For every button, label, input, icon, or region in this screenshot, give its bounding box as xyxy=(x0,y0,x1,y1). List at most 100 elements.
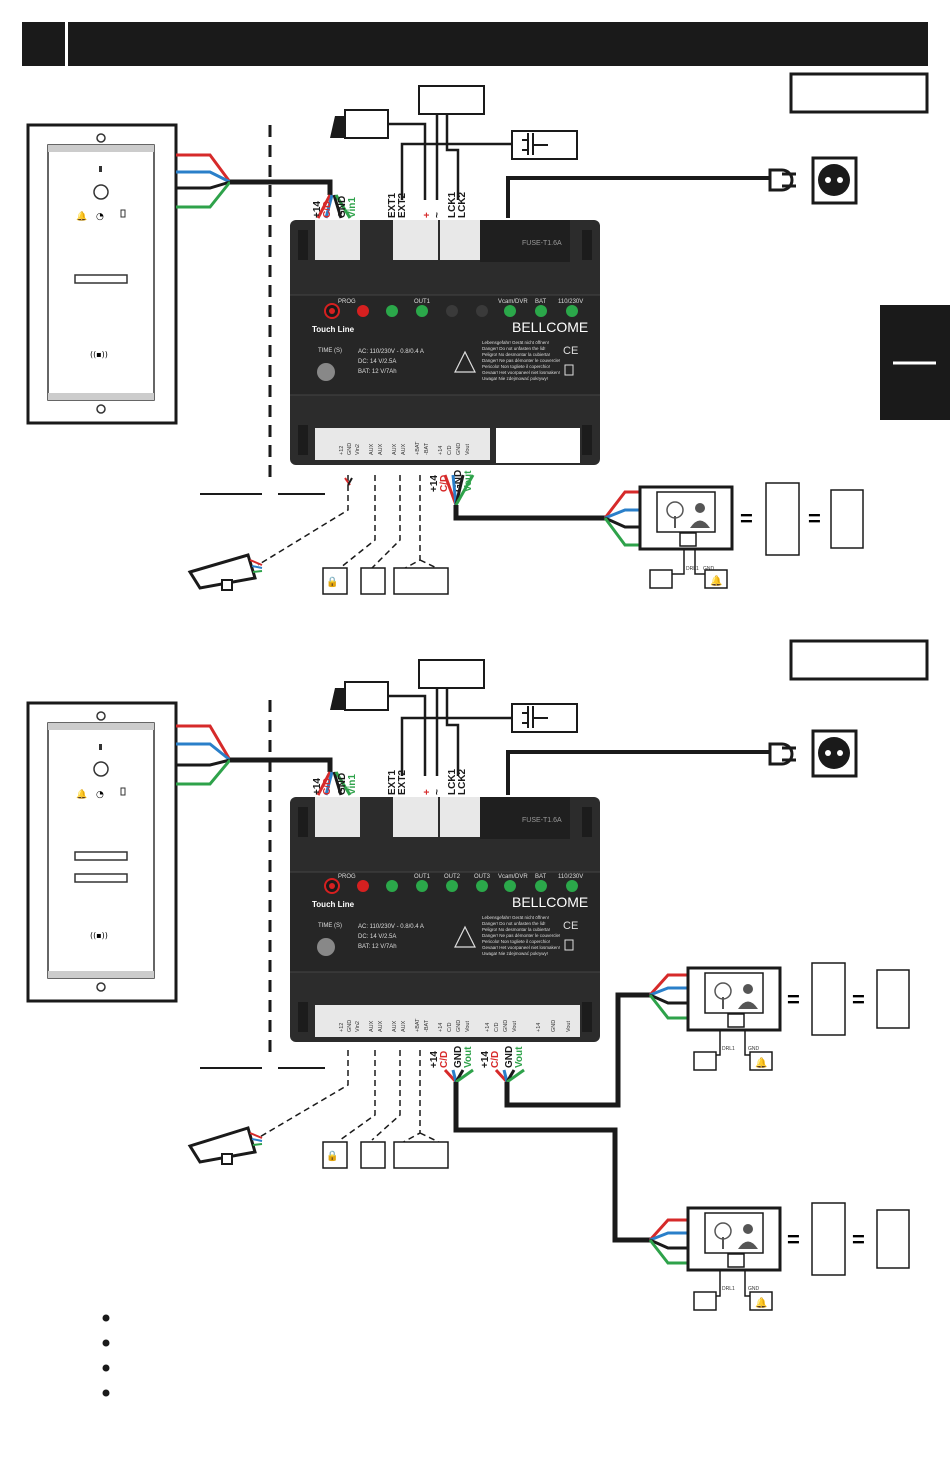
svg-text:GND: GND xyxy=(337,773,348,795)
led-vcam xyxy=(504,305,516,317)
svg-text:Vout: Vout xyxy=(514,1046,525,1068)
svg-text:Danger! Ne pas démonter le cou: Danger! Ne pas démonter le couvercle! xyxy=(482,933,560,938)
svg-text:GND: GND xyxy=(453,470,464,492)
svg-text:BELLCOME: BELLCOME xyxy=(512,894,588,910)
svg-text:AUX: AUX xyxy=(369,443,375,455)
side-tab xyxy=(880,305,950,420)
svg-text:Danger! Do not unfasten the li: Danger! Do not unfasten the lid! xyxy=(482,921,546,926)
aux-device-box xyxy=(393,567,449,595)
svg-text:🔔: 🔔 xyxy=(755,1057,767,1069)
bullet xyxy=(102,1389,110,1397)
svg-text:Danger! Do not unfasten the li: Danger! Do not unfasten the lid! xyxy=(482,346,546,351)
svg-text:BAT: 12 V/7Ah: BAT: 12 V/7Ah xyxy=(358,369,397,375)
svg-text:OUT2: OUT2 xyxy=(444,874,461,880)
svg-text:+14: +14 xyxy=(429,1051,440,1068)
svg-text:DRL1: DRL1 xyxy=(686,566,699,572)
weee-icon xyxy=(564,364,574,376)
led-off xyxy=(446,305,458,317)
svg-text:DRL1: DRL1 xyxy=(722,1046,735,1052)
diagram-1: 🔔 ◔ ((▪)) xyxy=(26,72,929,595)
svg-text:Pericolo! Non togliete il cope: Pericolo! Non togliete il coperchio! xyxy=(482,364,550,369)
svg-text:AUX: AUX xyxy=(392,443,398,455)
svg-text:Lebensgefahr! Gerät nicht öffn: Lebensgefahr! Gerät nicht öffnen! xyxy=(482,340,549,345)
svg-text:GND: GND xyxy=(504,1046,515,1068)
svg-text:LCK1: LCK1 xyxy=(447,768,458,795)
svg-text:TIME (S): TIME (S) xyxy=(318,923,342,929)
bullet xyxy=(102,1339,110,1347)
svg-text:110/230V: 110/230V xyxy=(558,299,583,305)
bullet-list xyxy=(102,1314,110,1397)
svg-text:OUT1: OUT1 xyxy=(414,299,431,305)
control-module-2: FUSE-T1.6A PROG OUT1 OUT2 OUT3 Vcam/DVR … xyxy=(289,796,601,1043)
bell-button-icon xyxy=(649,569,673,589)
lock-icon: 🔒 xyxy=(326,576,338,588)
fuse-label: FUSE-T1.6A xyxy=(522,240,562,247)
svg-text:GND: GND xyxy=(551,1020,557,1032)
equals-sign: = xyxy=(808,506,821,531)
svg-text:GND: GND xyxy=(453,1046,464,1068)
svg-text:BAT: 12 V/7Ah: BAT: 12 V/7Ah xyxy=(358,944,397,950)
door-panel-2: 🔔 ◔ ((▪)) xyxy=(26,701,178,1003)
svg-text:EXT1: EXT1 xyxy=(387,770,398,795)
door-panel-1: 🔔 ◔ ((▪)) xyxy=(26,123,178,425)
svg-text:+12: +12 xyxy=(339,1023,345,1032)
svg-text:C/D: C/D xyxy=(322,778,333,795)
screw-icon xyxy=(96,133,106,143)
wire-label-ext2: EXT2 xyxy=(397,193,408,218)
svg-text:AUX: AUX xyxy=(369,1020,375,1032)
ce-mark-icon: CE xyxy=(563,345,578,357)
svg-text:+12: +12 xyxy=(339,446,345,455)
header-bar xyxy=(22,22,928,66)
svg-text:TIME (S): TIME (S) xyxy=(318,348,342,354)
svg-text:Vin2: Vin2 xyxy=(355,1021,361,1032)
svg-text:CE: CE xyxy=(563,920,578,932)
svg-text:+: + xyxy=(422,789,433,795)
svg-text:C/D: C/D xyxy=(439,475,450,492)
svg-text:=: = xyxy=(852,1227,865,1252)
bullet xyxy=(102,1314,110,1322)
diagram-1-label-box xyxy=(789,72,929,114)
led-bat xyxy=(535,305,547,317)
svg-text:GND: GND xyxy=(503,1020,509,1032)
svg-text:+14: +14 xyxy=(438,1023,444,1032)
svg-text:+14: +14 xyxy=(312,778,323,795)
svg-text:DC: 14 V/2.5A: DC: 14 V/2.5A xyxy=(358,359,396,365)
svg-text:GND: GND xyxy=(456,443,462,455)
svg-text:AUX: AUX xyxy=(401,1020,407,1032)
monitor-variant-b xyxy=(830,489,864,549)
svg-text:-BAT: -BAT xyxy=(424,442,430,455)
wire-label-lck2: LCK2 xyxy=(457,191,468,218)
svg-text:GND: GND xyxy=(748,1286,760,1292)
time-dial[interactable] xyxy=(317,363,335,381)
svg-text:+14: +14 xyxy=(438,446,444,455)
svg-text:Vout: Vout xyxy=(465,444,471,455)
status-icon-talk: ◔ xyxy=(96,212,104,222)
svg-text:BAT: BAT xyxy=(535,874,547,880)
svg-text:AUX: AUX xyxy=(392,1020,398,1032)
wire-label-ext1: EXT1 xyxy=(387,193,398,218)
wire-label-vin1: Vin1 xyxy=(347,197,358,218)
diagram-2-label-box xyxy=(789,639,929,681)
wire-label-gnd: GND xyxy=(337,196,348,218)
time-dial[interactable] xyxy=(317,938,335,956)
svg-text:◔: ◔ xyxy=(96,790,104,800)
call-button-1 xyxy=(74,851,128,861)
svg-text:+14: +14 xyxy=(536,1023,542,1032)
svg-text:+14: +14 xyxy=(485,1023,491,1032)
svg-text:Pericolo! Non togliete il cope: Pericolo! Non togliete il coperchio! xyxy=(482,939,550,944)
svg-text:Touch Line: Touch Line xyxy=(312,900,355,909)
wire-label-ac: ~ xyxy=(432,212,443,218)
exit-button-1 xyxy=(511,130,578,160)
svg-text:C/D: C/D xyxy=(494,1023,500,1033)
camera-lens-icon xyxy=(93,184,109,200)
bullet xyxy=(102,1364,110,1372)
svg-text:Gevaar! Het voorpaneel niet lo: Gevaar! Het voorpaneel niet losmaken! xyxy=(482,945,560,950)
svg-text:Vout: Vout xyxy=(566,1021,572,1032)
call-button-2 xyxy=(74,873,128,883)
svg-text:DRL1: DRL1 xyxy=(722,1286,735,1292)
screw-icon xyxy=(96,404,106,414)
power-plug-1 xyxy=(506,156,858,218)
svg-text:Vcam/DVR: Vcam/DVR xyxy=(498,299,528,305)
svg-text:Vin2: Vin2 xyxy=(355,444,361,455)
